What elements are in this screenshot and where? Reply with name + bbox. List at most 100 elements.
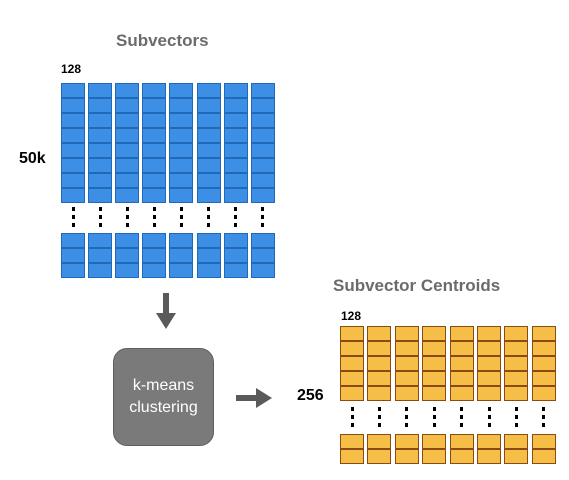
vector-cell <box>477 341 501 356</box>
vector-cell <box>115 188 140 203</box>
ellipsis-dot <box>405 415 409 419</box>
ellipsis-dot <box>234 215 238 219</box>
vector-cell <box>422 434 447 449</box>
ellipsis-dot <box>98 223 102 227</box>
vector-cell <box>394 341 419 356</box>
vector-cell <box>61 173 85 188</box>
vector-column <box>531 434 556 464</box>
vector-cell <box>250 188 275 203</box>
vector-cell <box>196 233 221 248</box>
vector-cell <box>340 434 364 449</box>
vector-cell <box>61 188 85 203</box>
subvectors-count-label: 50k <box>19 150 46 167</box>
vector-cell <box>223 173 248 188</box>
vector-cell <box>88 83 113 98</box>
subvectors-title: Subvectors <box>116 31 209 50</box>
vector-column <box>340 434 364 464</box>
ellipsis-dot <box>514 407 518 411</box>
ellipsis-dot <box>152 223 156 227</box>
vector-cell <box>250 263 275 278</box>
vector-cell <box>504 371 529 386</box>
vector-cell <box>169 158 194 173</box>
vector-cell <box>142 98 167 113</box>
vector-cell <box>449 371 474 386</box>
vector-column <box>61 233 85 278</box>
vector-cell <box>531 449 556 464</box>
ellipsis-dot <box>179 223 183 227</box>
vector-cell <box>477 386 501 401</box>
kmeans-label-line2: clustering <box>129 399 198 416</box>
ellipsis-dot <box>542 415 546 419</box>
vector-cell <box>115 83 140 98</box>
ellipsis-dot <box>350 407 354 411</box>
vector-cell <box>61 83 85 98</box>
vector-cell <box>477 371 501 386</box>
vector-column <box>504 434 529 464</box>
vector-cell <box>61 248 85 263</box>
vector-cell <box>340 371 364 386</box>
vector-cell <box>142 83 167 98</box>
vector-cell <box>449 356 474 371</box>
vector-column <box>449 434 474 464</box>
vector-cell <box>61 143 85 158</box>
vector-cell <box>422 371 447 386</box>
down-arrow-icon <box>156 293 176 329</box>
vector-column <box>394 434 419 464</box>
vector-cell <box>88 143 113 158</box>
ellipsis-dot <box>71 223 75 227</box>
vector-column <box>196 233 221 278</box>
vector-cell <box>142 233 167 248</box>
kmeans-label-line1: k-means <box>132 377 195 394</box>
vector-cell <box>196 173 221 188</box>
ellipsis-dot <box>125 215 129 219</box>
vector-cell <box>223 83 248 98</box>
vector-cell <box>531 434 556 449</box>
vector-column <box>142 233 167 278</box>
vector-column <box>61 83 85 203</box>
ellipsis-dot <box>71 215 75 219</box>
vector-column <box>142 83 167 203</box>
vector-cell <box>61 263 85 278</box>
ellipsis-dot <box>179 207 183 211</box>
vector-column <box>367 326 392 401</box>
ellipsis-dot <box>514 423 518 427</box>
ellipsis-dot <box>432 415 436 419</box>
vector-cell <box>250 83 275 98</box>
ellipsis-dot <box>207 223 210 227</box>
vector-cell <box>88 173 113 188</box>
vector-cell <box>367 386 392 401</box>
ellipsis-dot <box>377 415 381 419</box>
vector-cell <box>61 113 85 128</box>
ellipsis-dot <box>98 207 102 211</box>
vector-column <box>449 326 474 401</box>
ellipsis-dot <box>261 223 265 227</box>
vector-cell <box>169 188 194 203</box>
ellipsis-dot <box>350 423 354 427</box>
ellipsis-dot <box>405 407 409 411</box>
ellipsis-dot <box>234 223 238 227</box>
vector-cell <box>449 341 474 356</box>
ellipsis-dot <box>460 407 464 411</box>
vector-cell <box>61 98 85 113</box>
vector-cell <box>394 356 419 371</box>
ellipsis-dot <box>350 415 354 419</box>
vector-cell <box>142 128 167 143</box>
centroids-title: Subvector Centroids <box>333 276 501 295</box>
vector-cell <box>422 449 447 464</box>
vector-cell <box>169 173 194 188</box>
vector-cell <box>340 326 364 341</box>
vector-column <box>531 326 556 401</box>
vector-cell <box>169 233 194 248</box>
vector-cell <box>367 341 392 356</box>
vector-cell <box>169 143 194 158</box>
vector-column <box>88 233 113 278</box>
vector-cell <box>477 326 501 341</box>
vector-cell <box>477 434 501 449</box>
vector-cell <box>367 449 392 464</box>
vector-cell <box>169 113 194 128</box>
ellipsis-dot <box>487 415 491 419</box>
ellipsis-dot <box>377 423 381 427</box>
ellipsis-dot <box>432 423 436 427</box>
vector-cell <box>449 326 474 341</box>
vector-cell <box>196 143 221 158</box>
